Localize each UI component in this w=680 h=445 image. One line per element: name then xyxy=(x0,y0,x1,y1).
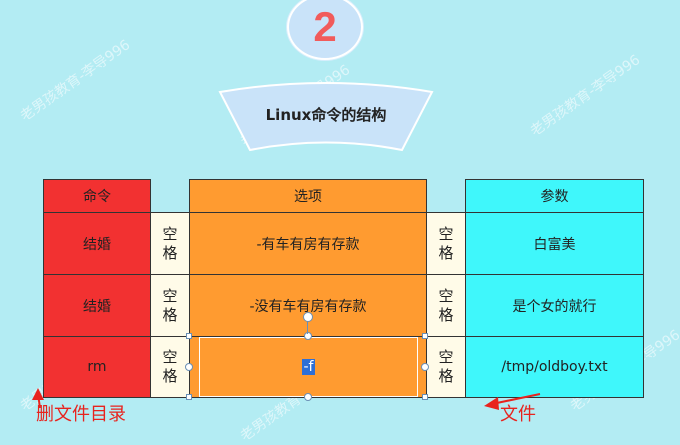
row2-argument: 是个女的就行 xyxy=(465,274,644,337)
row2-option: -没有车有房有存款 xyxy=(189,274,427,337)
row1-argument: 白富美 xyxy=(465,212,644,275)
title-banner-shape xyxy=(218,82,434,152)
resize-handle-tr[interactable] xyxy=(422,333,428,339)
rotate-handle-stem xyxy=(307,318,308,334)
resize-handle-bl[interactable] xyxy=(186,394,192,400)
section-number: 2 xyxy=(313,3,337,50)
row1-command: 结婚 xyxy=(43,212,151,275)
header-command: 命令 xyxy=(43,179,151,213)
section-number-badge: 2 xyxy=(287,0,363,60)
watermark: 老男孩教育-李导996 xyxy=(527,52,644,140)
row1-space-left: 空 格 xyxy=(150,212,190,275)
title: Linux命令的结构 xyxy=(265,106,387,124)
resize-handle-tl[interactable] xyxy=(186,333,192,339)
resize-handle-br[interactable] xyxy=(422,394,428,400)
annotation-right: 文件 xyxy=(500,404,536,425)
row3-command: rm xyxy=(43,336,151,398)
resize-handle-bottom[interactable] xyxy=(304,393,312,401)
annotation-left: 删文件目录 xyxy=(36,404,126,425)
rotate-handle[interactable] xyxy=(303,312,313,322)
row3-argument: /tmp/oldboy.txt xyxy=(465,336,644,398)
row1-space-right: 空 格 xyxy=(426,212,466,275)
row3-space-left: 空 格 xyxy=(150,336,190,398)
row2-command: 结婚 xyxy=(43,274,151,337)
row2-space-left: 空 格 xyxy=(150,274,190,337)
row1-option: -有车有房有存款 xyxy=(189,212,427,275)
row3-space-right: 空 格 xyxy=(426,336,466,398)
header-option: 选项 xyxy=(189,179,427,213)
selected-option-text[interactable]: -f xyxy=(301,359,316,375)
header-argument: 参数 xyxy=(465,179,644,213)
watermark: 老男孩教育-李导996 xyxy=(17,37,134,125)
selected-textbox[interactable]: -f xyxy=(199,337,418,397)
resize-handle-left[interactable] xyxy=(185,363,193,371)
resize-handle-right[interactable] xyxy=(421,363,429,371)
row2-space-right: 空 格 xyxy=(426,274,466,337)
resize-handle-top[interactable] xyxy=(304,332,312,340)
